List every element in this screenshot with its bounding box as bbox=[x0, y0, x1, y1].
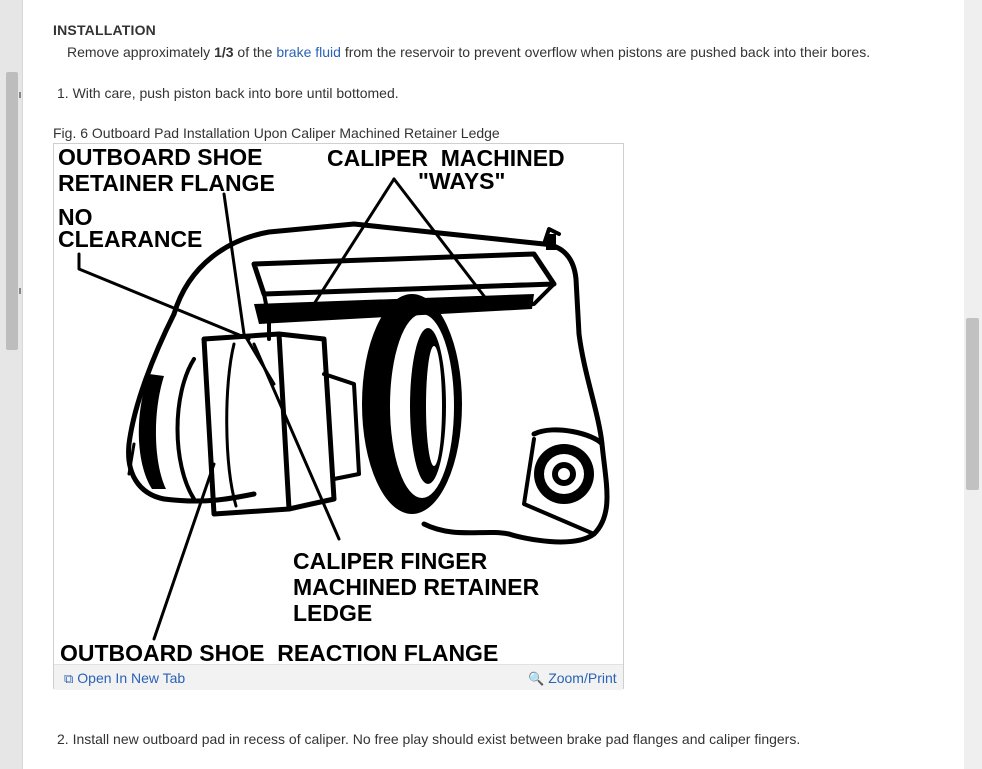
label-reaction-flange: OUTBOARD SHOE REACTION FLANGE bbox=[60, 640, 499, 666]
label-ways: "WAYS" bbox=[418, 168, 506, 194]
section-heading: INSTALLATION bbox=[53, 22, 156, 38]
external-tab-icon: ⧉ bbox=[64, 671, 74, 686]
intro-text: of the bbox=[233, 44, 277, 60]
right-scrollbar-thumb[interactable] bbox=[966, 318, 979, 490]
intro-fraction: 1/3 bbox=[214, 44, 234, 60]
figure-caption: Fig. 6 Outboard Pad Installation Upon Ca… bbox=[53, 125, 500, 141]
label-caliper-finger: CALIPER FINGER MACHINED RETAINER LEDGE bbox=[293, 548, 540, 626]
step-1: 1. With care, push piston back into bore… bbox=[57, 85, 399, 101]
figure-toolbar: ⧉Open In New Tab 🔍Zoom/Print bbox=[54, 664, 623, 690]
open-in-new-tab-button[interactable]: ⧉Open In New Tab bbox=[64, 670, 185, 687]
label-no-clearance: NO CLEARANCE bbox=[58, 204, 203, 252]
label-outboard-shoe-retainer: OUTBOARD SHOE RETAINER FLANGE bbox=[58, 144, 275, 196]
intro-text: Remove approximately bbox=[67, 44, 215, 60]
left-scrollbar-thumb[interactable] bbox=[6, 72, 18, 350]
caliper-diagram bbox=[77, 177, 610, 641]
step-2: 2. Install new outboard pad in recess of… bbox=[57, 731, 801, 747]
intro-paragraph: Remove approximately 1/3 of the brake fl… bbox=[67, 44, 870, 60]
figure-container: OUTBOARD SHOE RETAINER FLANGE CALIPER MA… bbox=[53, 143, 624, 690]
open-tab-label: Open In New Tab bbox=[77, 670, 186, 686]
zoom-print-label: Zoom/Print bbox=[548, 670, 617, 686]
left-marker bbox=[19, 288, 21, 294]
brake-fluid-link[interactable]: brake fluid bbox=[276, 44, 341, 60]
left-marker bbox=[19, 92, 21, 98]
label-caliper-machined: CALIPER MACHINED bbox=[327, 145, 565, 171]
zoom-in-icon: 🔍 bbox=[528, 671, 545, 686]
zoom-print-button[interactable]: 🔍Zoom/Print bbox=[528, 670, 617, 687]
intro-text: from the reservoir to prevent overflow w… bbox=[340, 44, 871, 60]
